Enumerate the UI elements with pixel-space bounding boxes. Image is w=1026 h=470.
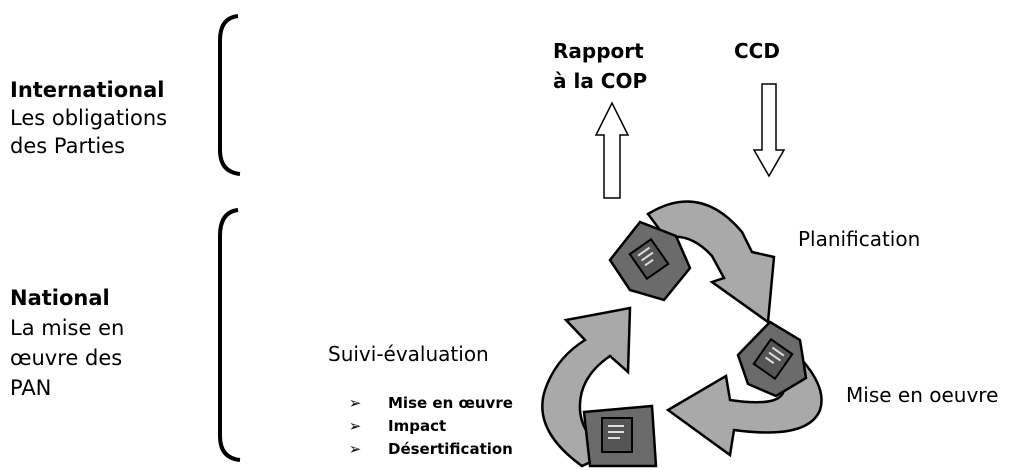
national-line-2: œuvre des — [10, 346, 123, 370]
ccd-label: CCD — [734, 39, 780, 63]
international-line-2: des Parties — [10, 134, 126, 158]
international-block: International Les obligations des Partie… — [10, 76, 167, 160]
list-item: ➢ Désertification — [348, 438, 513, 461]
report-label-line-2: à la COP — [553, 69, 648, 93]
down-arrow-icon — [752, 83, 786, 178]
national-line-3: PAN — [10, 376, 52, 400]
international-title: International — [10, 78, 165, 102]
bullet-arrow-icon: ➢ — [348, 417, 362, 435]
report-label-line-1: Rapport — [553, 39, 644, 63]
document-icon-right — [736, 320, 808, 398]
list-item-label: Mise en œuvre — [388, 394, 513, 412]
national-line-1: La mise en — [10, 316, 125, 340]
cycle-arrow-planification — [646, 200, 776, 325]
list-item-label: Impact — [388, 417, 447, 435]
implementation-label: Mise en oeuvre — [846, 383, 999, 407]
international-line-1: Les obligations — [10, 106, 168, 130]
up-arrow-icon — [594, 101, 630, 199]
cycle-arrow-monitoring — [541, 306, 632, 468]
monitoring-label: Suivi-évaluation — [328, 342, 489, 366]
brace-international — [218, 14, 241, 176]
bullet-arrow-icon: ➢ — [348, 394, 362, 412]
national-title: National — [10, 286, 110, 310]
brace-national — [218, 208, 241, 462]
list-item: ➢ Impact — [348, 415, 513, 438]
report-label: Rapport à la COP — [553, 36, 647, 96]
bullet-arrow-icon: ➢ — [348, 440, 362, 458]
document-icon-top — [608, 220, 692, 302]
document-icon-bottom — [582, 404, 658, 468]
planification-label: Planification — [798, 227, 921, 251]
list-item: ➢ Mise en œuvre — [348, 392, 513, 415]
monitoring-list: ➢ Mise en œuvre ➢ Impact ➢ Désertificati… — [348, 392, 513, 461]
list-item-label: Désertification — [388, 440, 513, 458]
national-block: National La mise en œuvre des PAN — [10, 283, 124, 403]
